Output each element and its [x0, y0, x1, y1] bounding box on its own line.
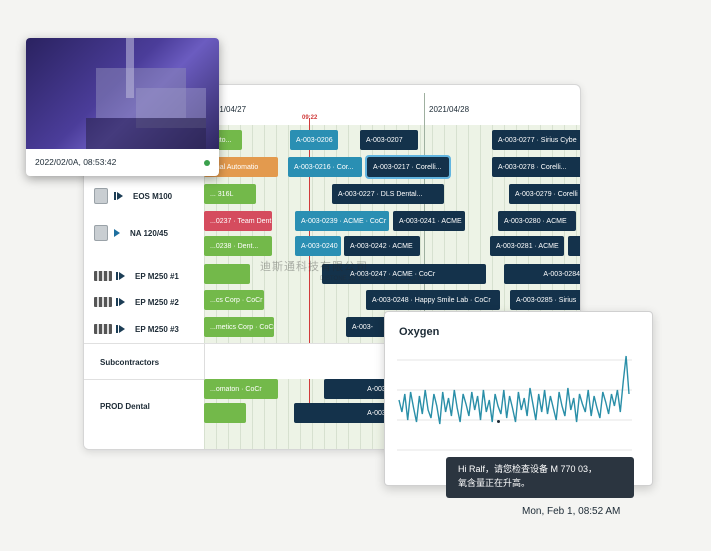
job-block[interactable] — [204, 264, 250, 284]
message-line-1: Hi Ralf，请您检查设备 M 770 03， — [458, 464, 598, 474]
job-block[interactable]: A-003-0239 · ACME · CoCr — [295, 211, 389, 231]
job-block[interactable]: A-003-0207 — [360, 130, 418, 150]
pause-bar-icon — [116, 325, 118, 333]
job-block[interactable]: A-003-0216 · Cor... — [288, 157, 362, 177]
machine-row[interactable]: EOS M100 — [94, 183, 204, 209]
camera-image — [26, 38, 219, 149]
play-icon[interactable] — [117, 192, 123, 200]
watermark-subtitle: DISTONE 3D TECHNOLOGY CO.,LTD — [320, 276, 425, 282]
play-icon[interactable] — [119, 272, 125, 280]
camera-feed-card[interactable]: 2022/02/0A, 08:53:42 — [26, 38, 219, 176]
job-block[interactable]: A-003-0280 · ACME — [498, 211, 576, 231]
prod-dental-section: PROD Dental — [84, 379, 204, 449]
camera-timestamp: 2022/02/0A, 08:53:42 — [35, 157, 117, 167]
machine-image — [86, 38, 206, 149]
job-block[interactable] — [204, 403, 246, 423]
job-block[interactable]: A-003-0 — [324, 379, 394, 399]
machine-name: EP M250 #2 — [135, 297, 179, 307]
machine-row[interactable]: EP M250 #1 — [94, 263, 204, 289]
chart-title: Oxygen — [399, 326, 440, 338]
printer-icon — [94, 324, 112, 334]
machine-name: EP M250 #3 — [135, 324, 179, 334]
subcontractors-label: Subcontractors — [100, 358, 160, 367]
play-icon[interactable] — [119, 298, 125, 306]
job-block[interactable]: A-003-0277 · Sirius Cybe — [492, 130, 580, 150]
job-block[interactable]: A-003-0285 · Sirius — [510, 290, 580, 310]
machine-name: EP M250 #1 — [135, 271, 179, 281]
job-block[interactable]: A-003-0241 · ACME — [393, 211, 465, 231]
job-block[interactable]: ... 316L — [204, 184, 256, 204]
job-block[interactable]: A-003-0240 — [295, 236, 341, 256]
oxygen-line-chart — [397, 355, 632, 451]
current-time-line — [309, 118, 310, 418]
machine-icon — [94, 188, 108, 204]
day-divider — [424, 93, 425, 433]
machine-row[interactable]: NA 120/45 — [94, 220, 204, 246]
marker-dot — [497, 420, 500, 423]
job-block[interactable]: A-003-0242 · ACME — [344, 236, 420, 256]
column-divider — [204, 344, 205, 380]
job-block[interactable]: A-003-0227 · DLS Dental... — [332, 184, 444, 204]
job-block[interactable]: A-003-0206 — [290, 130, 338, 150]
job-block[interactable]: A-003-0 — [294, 403, 394, 423]
play-icon[interactable] — [114, 229, 120, 237]
job-block[interactable]: A-003- — [346, 317, 396, 337]
watermark: 迪斯通科技有限公司 — [260, 261, 368, 273]
date-label-2: 2021/04/28 — [429, 105, 470, 114]
prod-dental-label: PROD Dental — [100, 402, 150, 411]
date-label-1: 2021/04/27 — [206, 105, 247, 114]
job-block-selected[interactable]: A-003-0217 · Corelli... — [365, 155, 451, 179]
job-block[interactable]: ...0237 · Team Dent... — [204, 211, 272, 231]
chat-message-toast[interactable]: Hi Ralf，请您检查设备 M 770 03， 氧含量正在升高。 — [446, 457, 634, 498]
job-block[interactable] — [568, 236, 580, 256]
job-block[interactable]: ...cs Corp · CoCr — [204, 290, 264, 310]
job-block[interactable]: A-003-0247 · ACME · CoCr — [322, 264, 486, 284]
machine-row[interactable]: EP M250 #3 — [94, 316, 204, 342]
job-block[interactable]: A-003-0281 · ACME — [490, 236, 564, 256]
job-block[interactable]: ...0238 · Dent... — [204, 236, 272, 256]
machine-name: EOS M100 — [133, 191, 173, 201]
oxygen-chart-card[interactable]: Oxygen — [384, 311, 653, 486]
job-block[interactable]: A-003-0278 · Corelli... — [492, 157, 580, 177]
job-block[interactable]: A-003-0284 — [504, 264, 580, 284]
machine-list: EOS M100 NA 120/45 EP M250 #1 EP M250 #2… — [84, 183, 204, 449]
printer-icon — [94, 297, 112, 307]
message-line-2: 氧含量正在升高。 — [458, 478, 531, 488]
pause-bar-icon — [116, 298, 118, 306]
play-icon[interactable] — [119, 325, 125, 333]
machine-row[interactable]: EP M250 #2 — [94, 289, 204, 315]
machine-icon — [94, 225, 108, 241]
machine-name: NA 120/45 — [130, 228, 168, 238]
job-block[interactable]: ...nal Automatio — [204, 157, 278, 177]
pause-bar-icon — [114, 192, 116, 200]
current-time-label: 09:22 — [302, 115, 318, 121]
job-block[interactable]: A-003-0279 · Corelli — [509, 184, 580, 204]
oxygen-series-line — [398, 355, 630, 425]
live-status-dot — [204, 160, 210, 166]
job-block[interactable]: A-003-0248 · Happy Smile Lab · CoCr — [366, 290, 500, 310]
printer-icon — [94, 271, 112, 281]
pause-bar-icon — [116, 272, 118, 280]
job-block[interactable]: ...metics Corp · CoCr — [204, 317, 274, 337]
message-timestamp: Mon, Feb 1, 08:52 AM — [522, 506, 621, 517]
job-block[interactable]: ...omaton · CoCr — [204, 379, 278, 399]
